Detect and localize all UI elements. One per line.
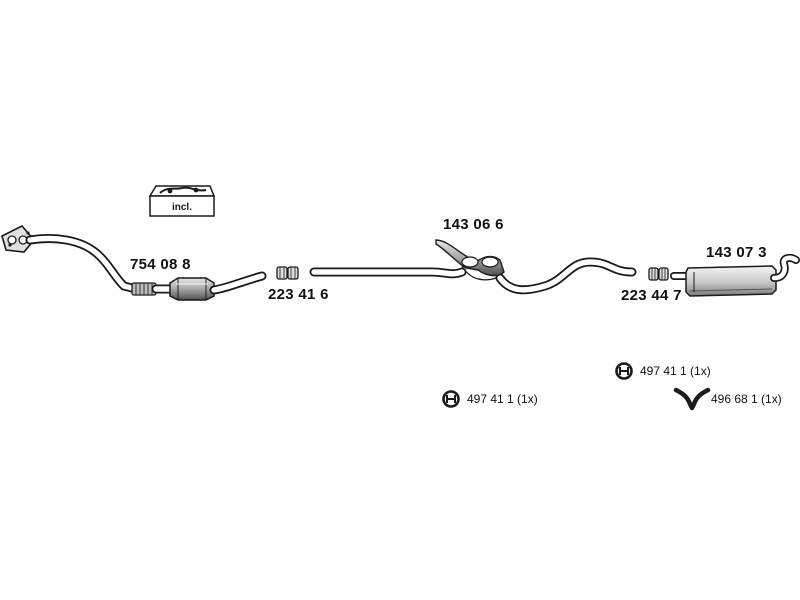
rubber-mount-icon (615, 362, 633, 380)
clamp-223447-drawing (648, 267, 669, 281)
rubber-mount-icon (442, 390, 460, 408)
incl-label: incl. (172, 202, 192, 213)
fitting-label-rubber-mount-1: 497 41 1 (1x) (467, 392, 538, 406)
fitting-label-hanger: 496 68 1 (1x) (711, 392, 782, 406)
front-pipe-catalyst (1, 225, 267, 301)
centre-silencer (435, 239, 505, 281)
part-number-143073: 143 07 3 (706, 244, 767, 261)
part-number-143066: 143 06 6 (443, 216, 504, 233)
fitting-label-rubber-mount-2: 497 41 1 (1x) (640, 364, 711, 378)
rear-silencer (670, 253, 800, 297)
part-number-223416: 223 41 6 (268, 286, 329, 303)
centre-pipe-silencer (309, 239, 637, 295)
part-number-223447: 223 44 7 (621, 287, 682, 304)
incl-kit-box-icon: incl. (148, 185, 216, 217)
hanger-bracket-icon (673, 387, 711, 411)
manifold-flange (1, 225, 36, 253)
catalytic-converter (169, 277, 215, 301)
part-number-754088: 754 08 8 (130, 256, 191, 273)
clamp-223416-drawing (276, 266, 299, 280)
